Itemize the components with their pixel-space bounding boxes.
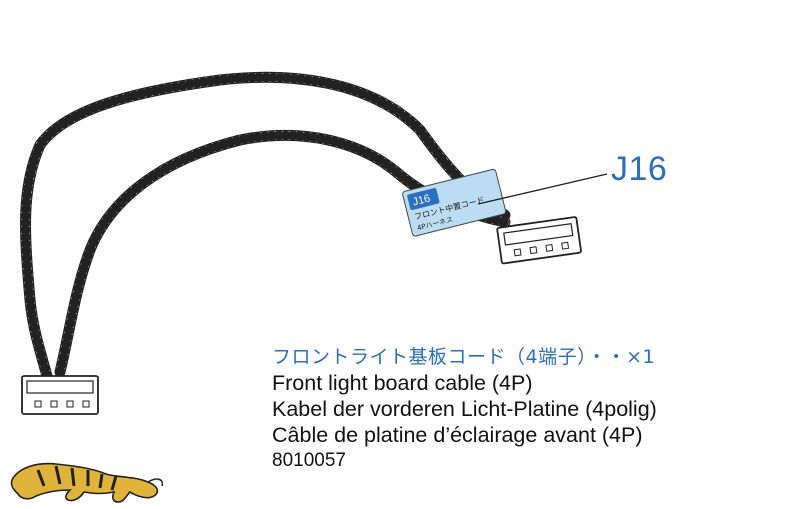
cable-twist <box>21 72 510 381</box>
cable-strand <box>55 131 510 377</box>
part-caption: フロントライト基板コード（4端子）・・×1 Front light board … <box>272 344 797 474</box>
leader-line <box>477 173 608 205</box>
part-number: 8010057 <box>272 450 346 471</box>
tiger-logo-icon <box>10 462 164 503</box>
cable-strand <box>54 130 511 378</box>
caption-japanese: フロントライト基板コード（4端子）・・×1 <box>272 346 656 368</box>
cable-twist <box>55 131 510 377</box>
connector-icon <box>496 216 582 265</box>
cable-tag: J16 フロント中置コード 4Pハーネス <box>402 168 507 237</box>
part-label-j16: J16 <box>611 150 668 188</box>
caption-french: Câble de platine d’éclairage avant (4P) <box>272 423 643 447</box>
caption-german: Kabel der vorderen Licht-Platine (4polig… <box>272 397 657 421</box>
connector-icon <box>21 375 99 415</box>
tag-code: J16 <box>411 193 431 209</box>
caption-english: Front light board cable (4P) <box>272 371 533 395</box>
